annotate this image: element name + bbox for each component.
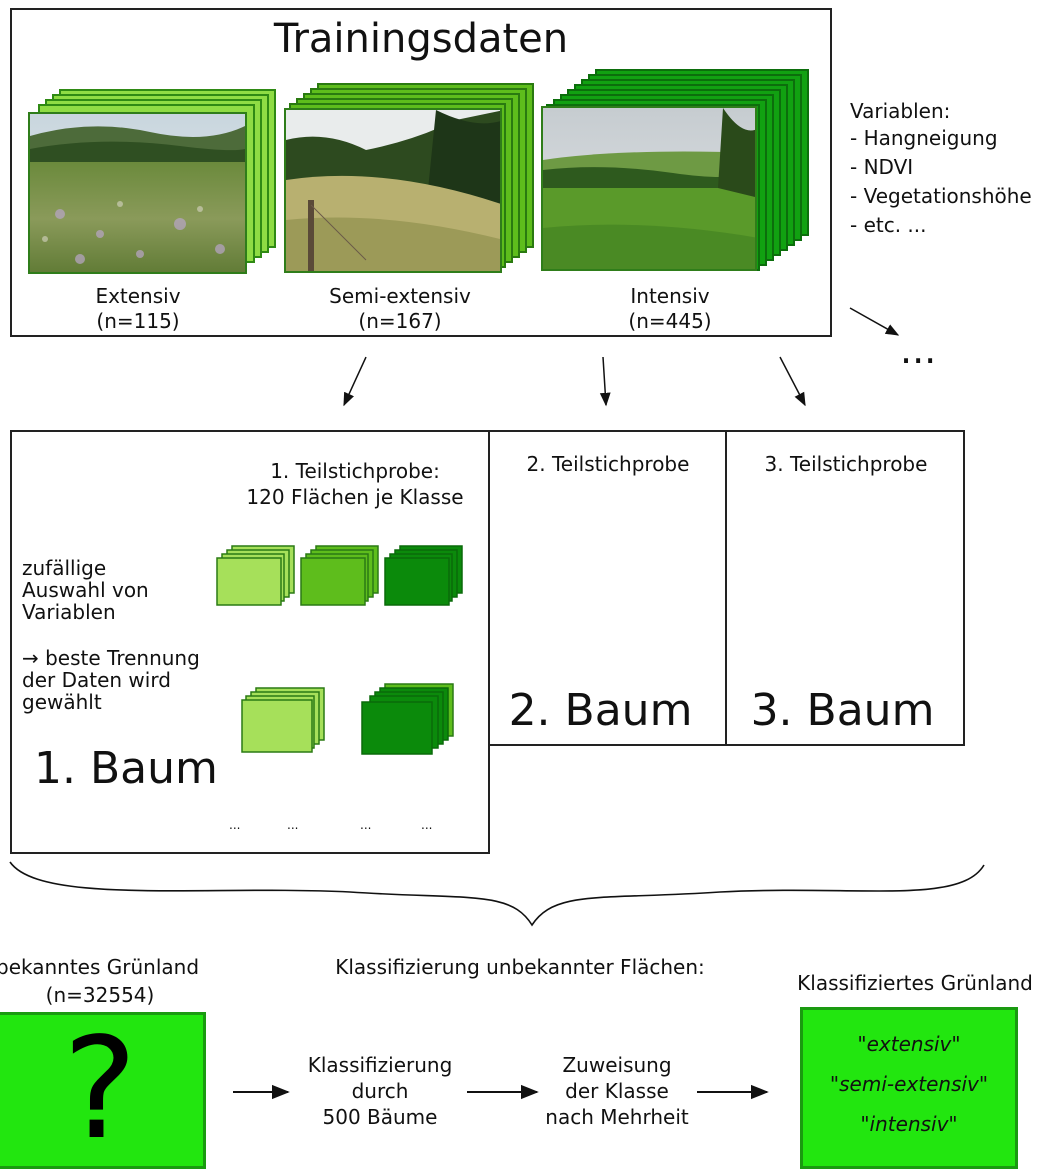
intensiv-photo [541,106,757,271]
class-name-intensiv: Intensiv [630,284,710,308]
tree3-box [725,430,965,746]
tree2-box [488,430,728,746]
tree1-ellipsis: ... [287,818,299,832]
step1-line2: durch [351,1079,409,1103]
random-variables-line3: Variablen [22,600,116,624]
class-name-semi-extensiv: Semi-extensiv [329,284,471,308]
variable-item: - Vegetationshöhe [850,184,1032,208]
classified-grassland-box [800,1007,1018,1169]
extensiv-photo [28,112,247,274]
variable-item: - Hangneigung [850,126,998,150]
step1-line1: Klassifizierung [307,1053,453,1077]
step2-line1: Zuweisung [562,1053,672,1077]
class-name-extensiv: Extensiv [95,284,181,308]
question-mark-icon: ? [62,1008,138,1171]
variable-item: - etc. ... [850,213,927,237]
class-count-semi-extensiv: (n=167) [358,309,442,333]
result-semi-extensiv: "semi-extensiv" [829,1072,989,1096]
step1-line3: 500 Bäume [322,1105,438,1129]
best-split-line2: der Daten wird [22,668,171,692]
tree3-sample: 3. Teilstichprobe [764,452,928,476]
class-count-extensiv: (n=115) [96,309,180,333]
class-count-intensiv: (n=445) [628,309,712,333]
semi-extensiv-photo [284,108,502,273]
random-variables-line1: zufällige [22,556,107,580]
best-split-line3: gewählt [22,690,102,714]
result-extensiv: "extensiv" [857,1032,961,1056]
tree3-label: 3. Baum [750,685,935,736]
tree1-ellipsis: ... [360,818,372,832]
step2-line2: der Klasse [565,1079,669,1103]
classification-header: Klassifizierung unbekannter Flächen: [335,955,705,979]
tree1-sample-line1: 1. Teilstichprobe: [270,459,440,483]
variables-title: Variablen: [850,99,951,123]
random-variables-line2: Auswahl von [22,578,149,602]
tree2-label: 2. Baum [508,685,693,736]
training-title: Trainingsdaten [273,16,569,62]
tree1-box [10,430,490,854]
classified-grassland-title: Klassifiziertes Grünland [797,971,1033,995]
tree2-sample: 2. Teilstichprobe [526,452,690,476]
tree1-ellipsis: ... [229,818,241,832]
tree1-sample-line2: 120 Flächen je Klasse [246,485,464,509]
step2-line3: nach Mehrheit [545,1105,689,1129]
more-trees-ellipsis: ... [900,328,937,372]
best-split-line1: → beste Trennung [22,646,200,670]
variable-item: - NDVI [850,155,914,179]
unknown-grassland-title: bekanntes Grünland [0,955,200,979]
tree1-ellipsis: ... [421,818,433,832]
unknown-grassland-box [0,1012,206,1169]
unknown-grassland-count: (n=32554) [45,983,155,1007]
tree1-label: 1. Baum [34,743,218,794]
result-intensiv: "intensiv" [860,1112,958,1136]
